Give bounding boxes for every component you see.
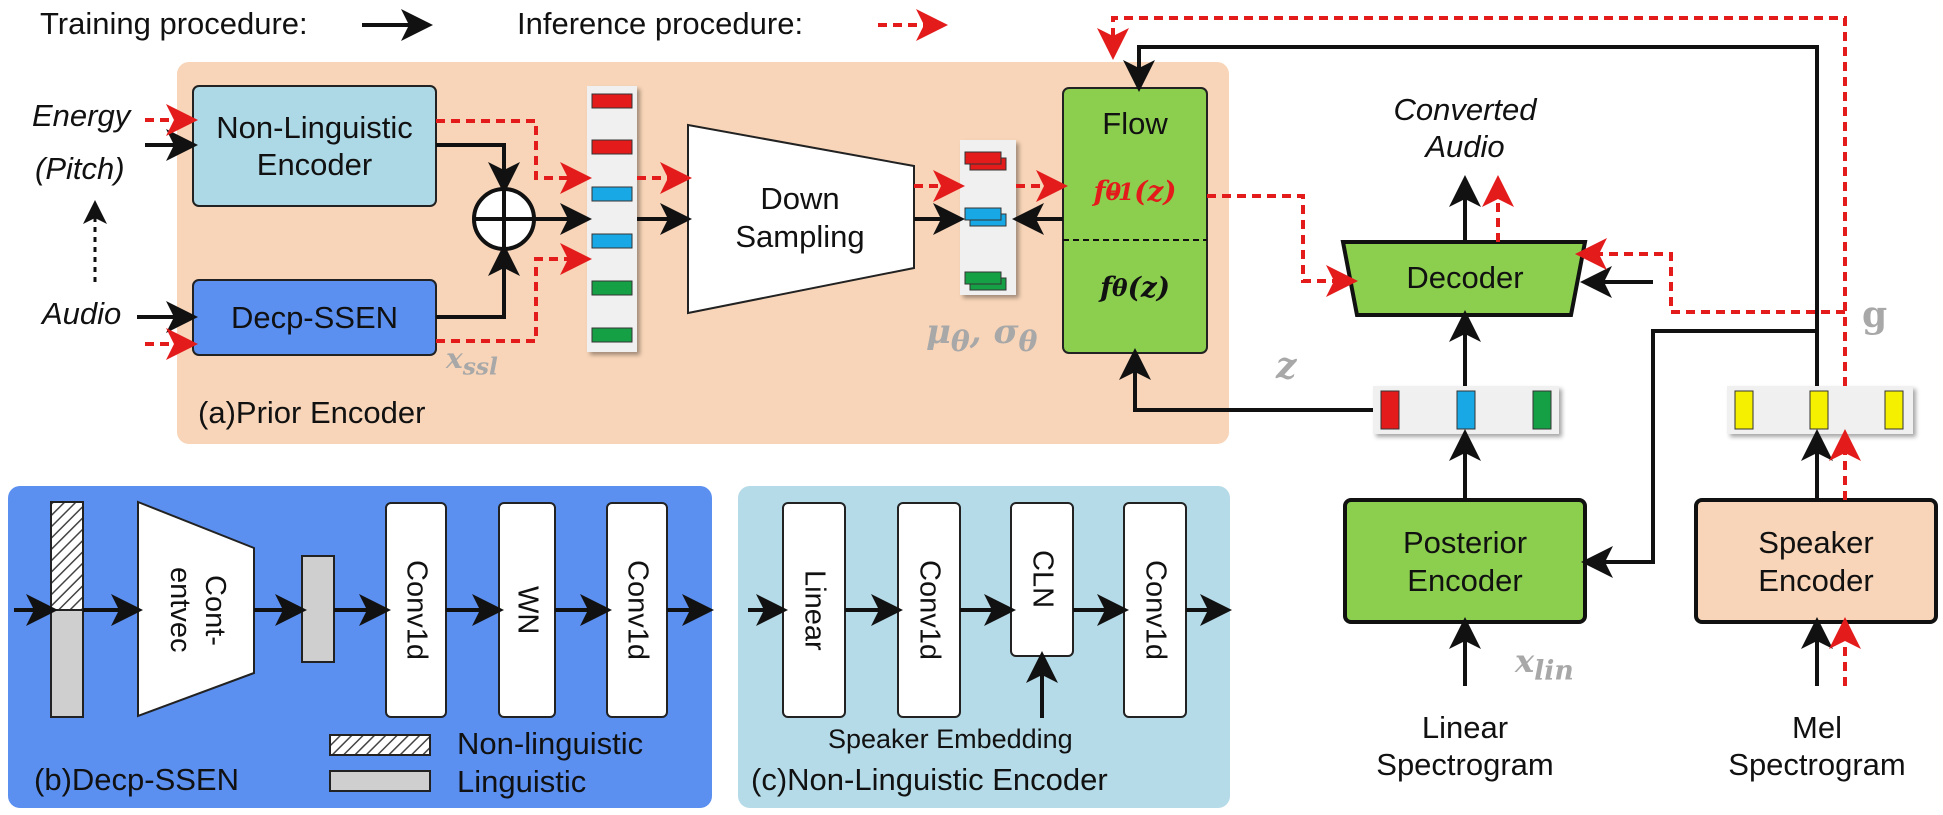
converted-audio-label: Converted Audio <box>1393 91 1537 164</box>
nle-conv2-label: Conv1d <box>1139 560 1172 660</box>
feature-cell-blue-2 <box>591 233 633 249</box>
mel-spectrogram-label: Mel Spectrogram <box>1728 709 1906 782</box>
nle-linear-label: Linear <box>798 569 831 651</box>
speaker-encoder-label: Speaker Encoder <box>1758 525 1874 598</box>
input-energy-label: Energy <box>32 98 131 133</box>
decp-mid-bar <box>301 555 335 663</box>
nle-conv1-label: Conv1d <box>913 560 946 660</box>
legend-inference-label: Inference procedure: <box>517 6 804 41</box>
nle-panel-title: (c)Non-Linguistic Encoder <box>751 762 1108 797</box>
decp-wn-label: WN <box>511 585 544 635</box>
z-label: z <box>1276 345 1297 387</box>
non-linguistic-encoder-label: Non-Linguistic Encoder <box>216 109 413 182</box>
feature-column <box>587 86 637 352</box>
decp-input-nonling-bar <box>50 501 84 611</box>
decp-input-ling-bar <box>50 609 84 718</box>
sum-node <box>472 187 536 251</box>
legend-training-label: Training procedure: <box>40 6 308 41</box>
nle-arrows <box>748 594 1232 718</box>
legend-ling-label: Linguistic <box>457 764 587 799</box>
flow-title: Flow <box>1102 106 1168 142</box>
training-arrows-right <box>1119 45 1833 686</box>
mu-sigma-label: μθ, σθ <box>926 312 1038 358</box>
feature-cell-red-1 <box>591 93 633 109</box>
decp-conv2-label: Conv1d <box>621 560 654 660</box>
input-pitch-label: (Pitch) <box>35 151 125 186</box>
training-arrows-prior <box>137 129 1063 333</box>
x-lin-label: xlin <box>1515 642 1574 687</box>
posterior-encoder-label: Posterior Encoder <box>1402 525 1528 598</box>
linear-spectrogram-label: Linear Spectrogram <box>1376 709 1554 782</box>
feature-cell-red-2 <box>591 139 633 155</box>
nle-cln-label: CLN <box>1026 550 1059 609</box>
legend-nonling-swatch <box>329 734 431 756</box>
decp-conv1-label: Conv1d <box>400 560 433 660</box>
decoder-label: Decoder <box>1406 260 1524 296</box>
g-label: g <box>1862 294 1888 336</box>
feature-cell-blue-1 <box>591 186 633 202</box>
contentvec-label: Cont-entvec <box>164 567 231 653</box>
feature-cell-green-1 <box>591 280 633 296</box>
x-ssl-label: xssl <box>446 342 498 381</box>
down-sampling-block <box>687 123 915 315</box>
decp-panel-title: (b)Decp-SSEN <box>34 762 239 797</box>
feature-cell-green-2 <box>591 327 633 343</box>
inference-arrows <box>145 16 1861 686</box>
legend-nonling-label: Non-linguistic <box>457 726 644 761</box>
decp-ssen-label: Decp-SSEN <box>230 299 399 335</box>
contentvec-block <box>137 500 255 718</box>
speaker-embedding-label: Speaker Embedding <box>828 724 1073 754</box>
down-sampling-label: Down Sampling <box>735 181 865 254</box>
legend-ling-swatch <box>329 770 431 792</box>
input-audio-label: Audio <box>42 296 122 331</box>
prior-encoder-title: (a)Prior Encoder <box>198 395 426 430</box>
